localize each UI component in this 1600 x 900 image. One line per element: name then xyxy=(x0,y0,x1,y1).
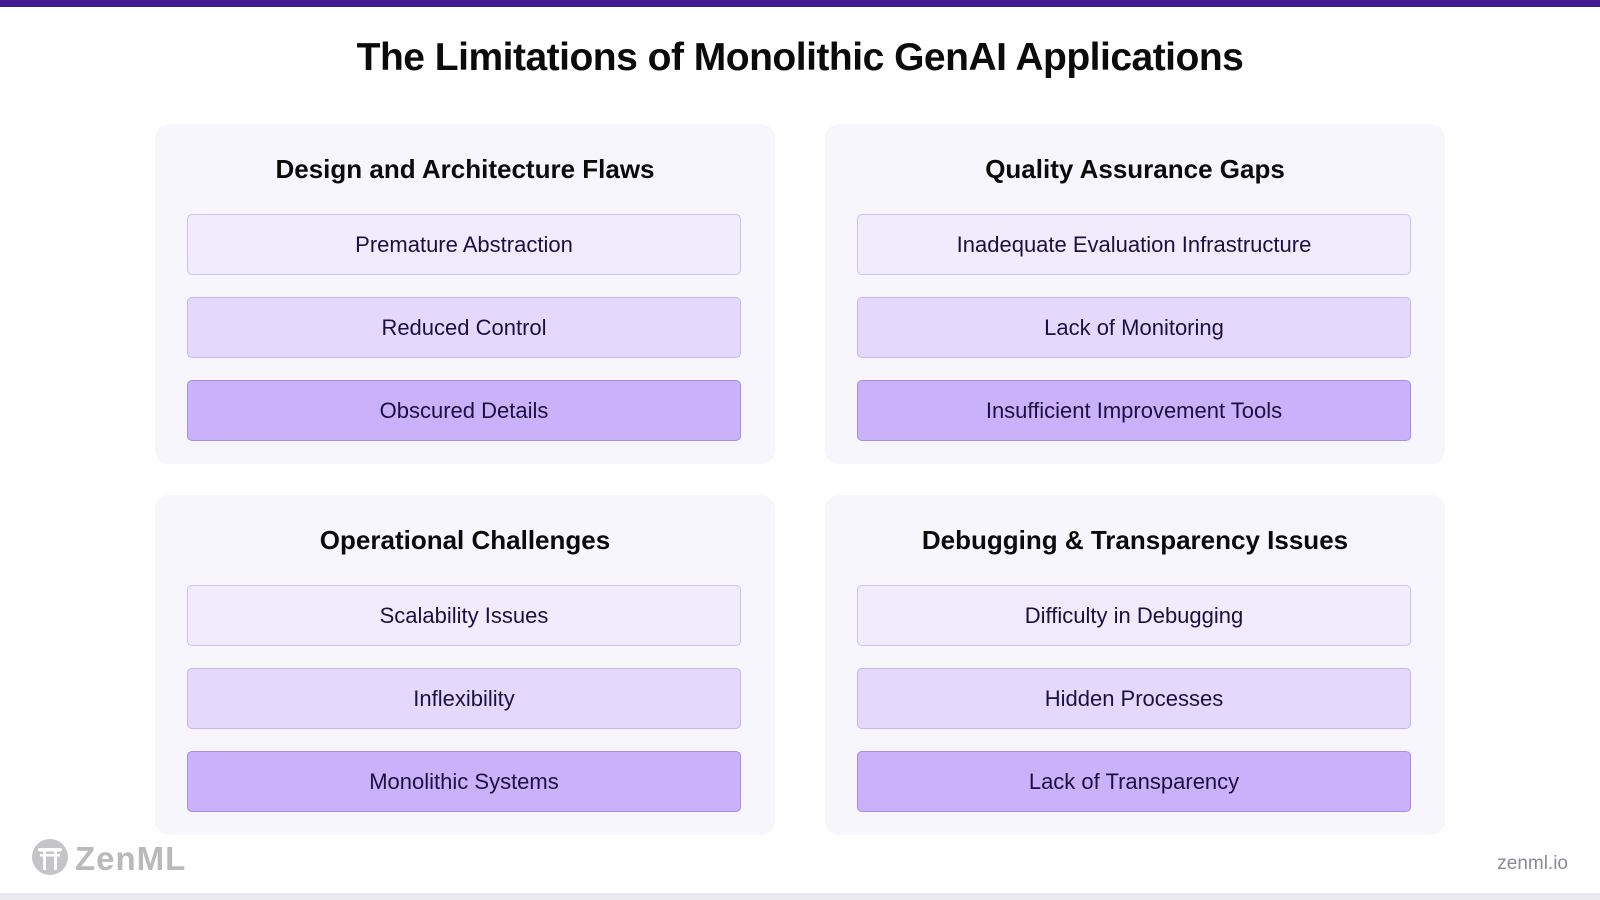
item-box: Lack of Transparency xyxy=(857,751,1411,812)
top-accent-bar xyxy=(0,0,1600,7)
panel-operational-challenges: Operational Challenges Scalability Issue… xyxy=(155,495,775,835)
item-box: Hidden Processes xyxy=(857,668,1411,729)
item-box: Monolithic Systems xyxy=(187,751,741,812)
zenml-logo: ZenML xyxy=(31,838,187,881)
item-box: Premature Abstraction xyxy=(187,214,741,275)
item-box: Insufficient Improvement Tools xyxy=(857,380,1411,441)
panel-design-architecture-flaws: Design and Architecture Flaws Premature … xyxy=(155,124,775,464)
item-box: Scalability Issues xyxy=(187,585,741,646)
panel-debugging-transparency-issues: Debugging & Transparency Issues Difficul… xyxy=(825,495,1445,835)
item-box: Inadequate Evaluation Infrastructure xyxy=(857,214,1411,275)
panel-title: Quality Assurance Gaps xyxy=(985,154,1285,184)
item-box: Difficulty in Debugging xyxy=(857,585,1411,646)
zenml-torii-icon xyxy=(31,838,69,881)
bottom-strip xyxy=(0,893,1600,900)
page-title: The Limitations of Monolithic GenAI Appl… xyxy=(356,36,1244,79)
logo-text: ZenML xyxy=(75,840,187,877)
item-box: Obscured Details xyxy=(187,380,741,441)
panel-title: Operational Challenges xyxy=(319,525,611,555)
panel-quality-assurance-gaps: Quality Assurance Gaps Inadequate Evalua… xyxy=(825,124,1445,464)
site-url[interactable]: zenml.io xyxy=(1497,853,1568,874)
panel-title: Debugging & Transparency Issues xyxy=(921,525,1349,555)
item-box: Reduced Control xyxy=(187,297,741,358)
panel-title: Design and Architecture Flaws xyxy=(275,154,655,184)
item-box: Lack of Monitoring xyxy=(857,297,1411,358)
item-box: Inflexibility xyxy=(187,668,741,729)
